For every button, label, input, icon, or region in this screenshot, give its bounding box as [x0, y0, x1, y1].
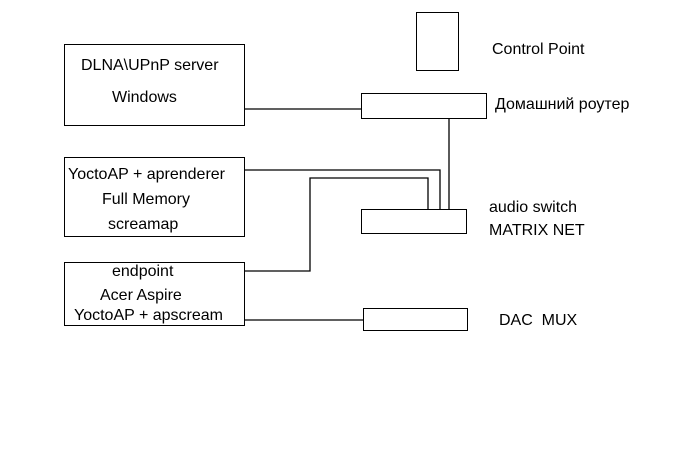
endpoint-line1: endpoint	[112, 263, 174, 280]
dlna-server-box	[64, 44, 245, 126]
endpoint-line3: YoctoAP + apscream	[74, 307, 223, 324]
endpoint-box	[64, 262, 245, 326]
control-point-label: Control Point	[492, 41, 585, 58]
renderer-line3: screamap	[108, 216, 179, 233]
renderer-box	[64, 157, 245, 237]
line-renderer-switch	[244, 169, 441, 209]
line-endpoint-switch	[244, 177, 429, 272]
audio-switch-line2: MATRIX NET	[489, 222, 585, 239]
router-box	[361, 93, 487, 119]
dac-mux-box	[363, 308, 468, 331]
dlna-server-os: Windows	[112, 89, 177, 106]
router-label: Домашний роутер	[495, 96, 630, 113]
dac-mux-label: DAC MUX	[499, 312, 578, 329]
renderer-line1: YoctoAP + aprenderer	[68, 166, 226, 183]
endpoint-line2: Acer Aspire	[100, 287, 182, 304]
control-point-box	[416, 12, 459, 71]
dlna-server-title: DLNA\UPnP server	[81, 57, 219, 74]
audio-switch-line1: audio switch	[489, 199, 578, 216]
audio-switch-box	[361, 209, 467, 234]
renderer-line2: Full Memory	[102, 191, 191, 208]
